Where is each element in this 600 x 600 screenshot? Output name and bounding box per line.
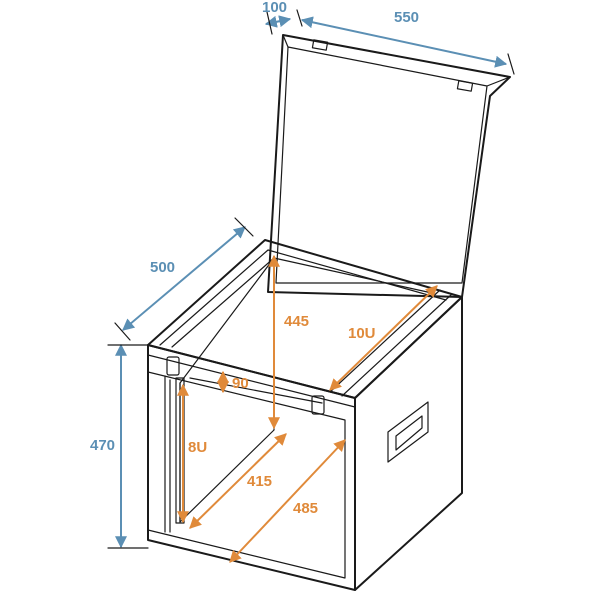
dim-height: 470	[90, 437, 115, 454]
dim-rack-units-top: 10U	[348, 325, 376, 342]
dim-rack-units-front: 8U	[188, 439, 207, 456]
dim-lid-depth: 100	[262, 0, 287, 16]
inner-dimensions: 445 10U 90 8U 415 485	[177, 254, 438, 563]
side-handle	[387, 401, 429, 463]
dim-offset: 90	[232, 375, 249, 392]
dim-width: 550	[394, 9, 419, 26]
outer-dimensions: 100 550 500 470	[90, 0, 515, 549]
dim-inner-height: 445	[284, 313, 309, 330]
lid	[267, 34, 511, 298]
dim-inner-depth: 485	[293, 500, 318, 517]
dim-inner-width: 415	[247, 473, 272, 490]
dim-depth: 500	[150, 259, 175, 276]
